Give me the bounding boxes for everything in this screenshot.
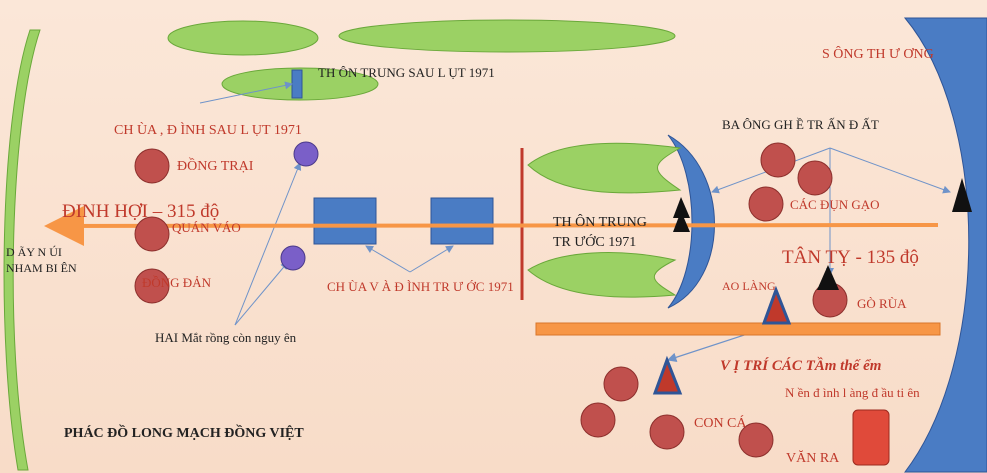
label-van-ra: VĂN RA bbox=[786, 451, 840, 466]
long-mach-axis-arrow bbox=[44, 205, 939, 246]
label-quan-vao: QUÁN VÁO bbox=[172, 220, 241, 235]
mound-dong-trai bbox=[134, 148, 170, 184]
connector-line bbox=[234, 261, 289, 326]
mound-6 bbox=[649, 414, 685, 450]
mound-3 bbox=[748, 186, 784, 222]
label-phac-do: PHÁC ĐỒ LONG MẠCH ĐỒNG VIỆT bbox=[64, 426, 304, 441]
mound-4 bbox=[603, 366, 639, 402]
label-day-nui-2: NHAM BI ÊN bbox=[6, 261, 77, 275]
mound-7 bbox=[738, 422, 774, 458]
label-thon-trung-truoc-2: TR ƯỚC 1971 bbox=[553, 235, 637, 250]
mound-5 bbox=[580, 402, 616, 438]
connector-line bbox=[829, 147, 951, 194]
label-ba-ong-ghe: BA ÔNG GH Ề TR ẤN Đ ẤT bbox=[722, 117, 879, 132]
label-dong-trai: ĐỒNG TRẠI bbox=[177, 159, 254, 174]
connector-line bbox=[234, 162, 302, 326]
label-tan-ty: TÂN TỴ - 135 độ bbox=[782, 247, 919, 268]
label-hai-mat-rong: HAI Mắt rồng còn nguy ên bbox=[155, 330, 297, 345]
black-triangle-4 bbox=[817, 265, 839, 290]
position-triangle-1 bbox=[761, 285, 792, 325]
connector-line bbox=[365, 245, 411, 273]
blue-rect-2 bbox=[430, 197, 494, 245]
label-go-rua: GÒ RÙA bbox=[857, 296, 907, 311]
green-oval-1 bbox=[167, 20, 319, 56]
label-con-ca: CON CÁ bbox=[694, 416, 747, 431]
black-triangle-3 bbox=[952, 178, 972, 212]
label-dinh-hoi: ĐINH HỢI – 315 độ bbox=[62, 201, 220, 222]
dragon-eye-2 bbox=[280, 245, 306, 271]
mound-dong-dan bbox=[134, 268, 170, 304]
blue-crescent-shape bbox=[667, 134, 715, 309]
label-thon-trung-truoc-1: TH ÔN TRUNG bbox=[553, 215, 647, 230]
label-chua-va-dinh: CH ÙA V À Đ ÌNH TR Ư ỚC 1971 bbox=[327, 279, 514, 294]
green-horn-bottom bbox=[527, 252, 677, 298]
label-vi-tri: V Ị TRÍ CÁC TẦm thế ểm bbox=[720, 358, 882, 374]
black-triangle-1 bbox=[673, 197, 690, 218]
mountain-range-shape bbox=[3, 29, 41, 471]
dragon-eye-1 bbox=[293, 141, 319, 167]
label-thon-trung-sau: TH ÔN TRUNG SAU L ỤT 1971 bbox=[318, 65, 495, 80]
label-dong-dan: ĐỒNG ĐẢN bbox=[142, 275, 211, 290]
label-song-thuong: S ÔNG TH Ư ƠNG bbox=[822, 47, 934, 62]
mound-1 bbox=[760, 142, 796, 178]
label-ao-lang: AO LÀNG bbox=[722, 279, 776, 293]
label-day-nui-1: D ÃY N ÚI bbox=[6, 245, 62, 259]
black-triangle-2 bbox=[673, 211, 690, 232]
label-chua-dinh-sau: CH ÙA , Đ ÌNH SAU L ỤT 1971 bbox=[114, 123, 302, 138]
mound-2 bbox=[797, 160, 833, 196]
label-nen-dinh: N ền đ ình l àng đ ầu ti ên bbox=[785, 385, 920, 400]
label-cac-dun-gao: CÁC ĐỤN GẠO bbox=[790, 197, 880, 212]
mound-quan-vao bbox=[134, 216, 170, 252]
song-thuong-river-shape bbox=[903, 17, 987, 473]
connector-line bbox=[199, 81, 293, 104]
connector-line bbox=[409, 245, 454, 273]
position-triangle-2 bbox=[652, 355, 683, 395]
orange-bar bbox=[535, 322, 941, 336]
green-horn-top bbox=[527, 142, 682, 194]
red-cylinder bbox=[852, 409, 890, 466]
blue-marker-thon bbox=[291, 69, 303, 99]
green-oval-2 bbox=[338, 19, 676, 53]
blue-rect-1 bbox=[313, 197, 377, 245]
